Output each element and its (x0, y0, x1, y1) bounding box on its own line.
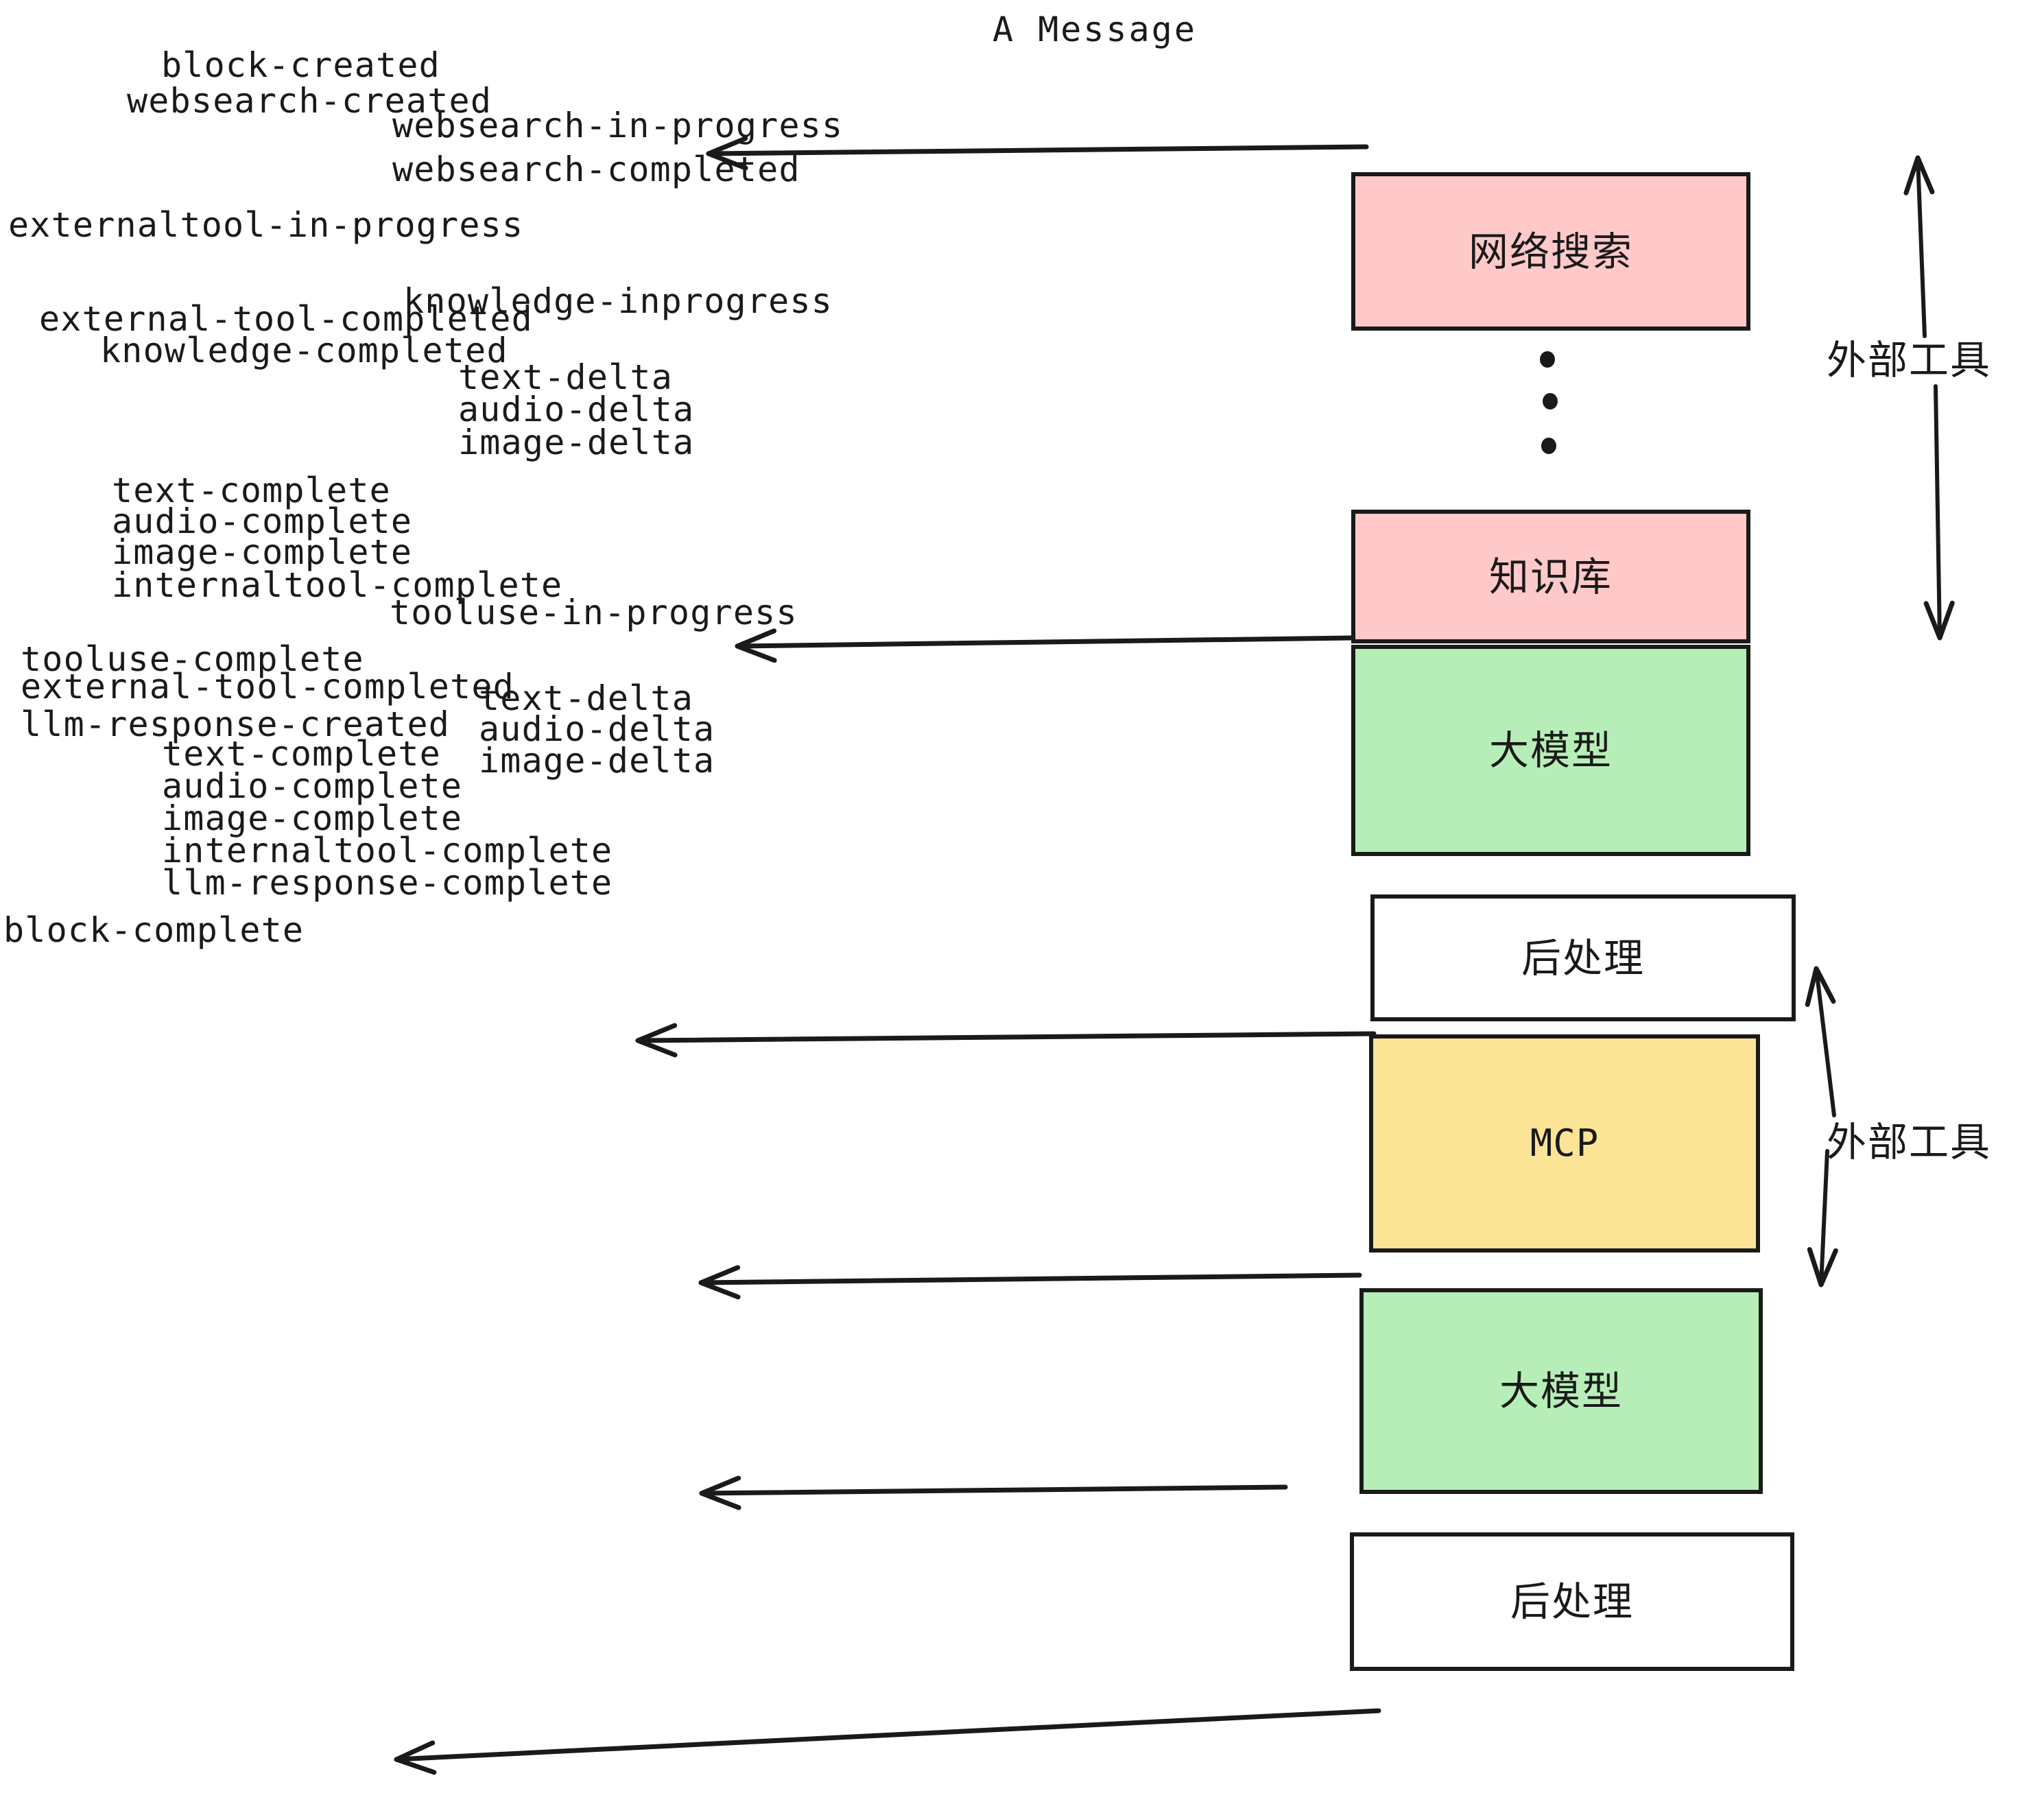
arrow-llm-top-out-line (635, 1031, 1377, 1043)
box-mcp: MCP (1369, 1034, 1760, 1253)
event-label-block-complete: block-complete (3, 910, 305, 950)
page-title: A Message (993, 10, 1197, 49)
arrow-llm-bottom-out-line (699, 1484, 1288, 1496)
event-label-text-delta-1: text-delta (458, 357, 674, 397)
arrow-websearch-out-line (706, 144, 1369, 156)
event-label-internaltool-complete-1: internaltool-complete (112, 565, 563, 605)
box-label: 网络搜索 (1468, 228, 1633, 275)
ellipsis-dot-3 (1541, 438, 1556, 454)
event-label-tooluse-complete: tooluse-complete (21, 639, 364, 679)
event-label-external-tool-completed-1: external-tool-completed (39, 299, 533, 339)
event-label-knowledge-completed: knowledge-completed (100, 331, 508, 370)
event-label-block-created: block-created (161, 45, 440, 85)
side-label-external-tool-bottom: 外部工具 (1827, 1119, 1992, 1165)
event-label-image-delta-2: image-delta (479, 741, 715, 781)
arrow-llm-top-out-head (635, 1023, 678, 1058)
event-label-text-delta-2: text-delta (479, 678, 694, 718)
event-label-image-complete-2: image-complete (162, 798, 463, 838)
event-label-audio-delta-2: audio-delta (479, 709, 715, 749)
event-label-audio-complete-1: audio-complete (112, 501, 413, 541)
arrow-postproc-out-head (394, 1740, 437, 1775)
arrow-mcp-out-head (698, 1265, 741, 1300)
external-tool-arrow-external_bot_down (1819, 1149, 1829, 1287)
arrow-llm-bottom-out-head (699, 1475, 741, 1510)
external-tool-arrow-external_top_down (1934, 384, 1942, 640)
box-knowledge: 知识库 (1351, 510, 1750, 643)
event-label-websearch-completed: websearch-completed (392, 150, 800, 189)
event-label-image-delta-1: image-delta (458, 423, 695, 462)
event-label-knowledge-inprogress: knowledge-inprogress (403, 281, 833, 321)
box-label: 大模型 (1499, 1368, 1623, 1414)
event-label-websearch-in-progress: websearch-in-progress (392, 106, 844, 145)
event-label-websearch-created: websearch-created (127, 81, 492, 121)
box-websearch: 网络搜索 (1351, 172, 1750, 331)
box-label: MCP (1530, 1121, 1600, 1165)
event-label-external-tool-completed-2: external-tool-completed (21, 667, 514, 707)
box-llm-top: 大模型 (1351, 645, 1750, 856)
arrow-postproc-out-line (394, 1708, 1381, 1762)
event-label-externaltool-in-progress: externaltool-in-progress (8, 205, 524, 245)
event-label-image-complete-1: image-complete (112, 532, 413, 572)
box-label: 知识库 (1488, 553, 1613, 600)
external-tool-arrowhead-external_top_up (1903, 155, 1935, 195)
arrow-knowledge-out-head (735, 628, 777, 663)
event-label-tooluse-in-progress: tooluse-in-progress (390, 593, 798, 632)
event-label-text-complete-2: text-complete (162, 734, 441, 774)
event-label-audio-complete-2: audio-complete (162, 766, 463, 806)
event-label-text-complete-1: text-complete (112, 471, 391, 510)
box-postproc-bot: 后处理 (1350, 1532, 1794, 1671)
external-tool-arrowhead-external_bot_down (1807, 1247, 1838, 1287)
box-label: 后处理 (1510, 1578, 1634, 1625)
event-label-internaltool-complete-2: internaltool-complete (162, 831, 613, 870)
external-tool-arrowhead-external_top_down (1923, 600, 1955, 641)
side-label-external-tool-top: 外部工具 (1827, 337, 1992, 383)
external-tool-arrowhead-external_bot_up (1805, 966, 1836, 1007)
external-tool-arrow-external_top_up (1916, 156, 1927, 338)
event-label-llm-response-complete: llm-response-complete (162, 863, 613, 903)
box-postproc-top: 后处理 (1370, 894, 1796, 1021)
box-label: 后处理 (1521, 934, 1645, 982)
arrow-mcp-out-line (698, 1272, 1362, 1285)
box-label: 大模型 (1488, 727, 1613, 774)
arrow-knowledge-out-line (735, 635, 1354, 649)
ellipsis-dot-1 (1540, 351, 1555, 368)
event-label-llm-response-created: llm-response-created (21, 704, 451, 744)
ellipsis-dot-2 (1543, 393, 1558, 410)
event-label-audio-delta-1: audio-delta (458, 390, 695, 429)
external-tool-arrow-external_bot_up (1814, 966, 1836, 1117)
box-llm-bottom: 大模型 (1359, 1288, 1763, 1494)
